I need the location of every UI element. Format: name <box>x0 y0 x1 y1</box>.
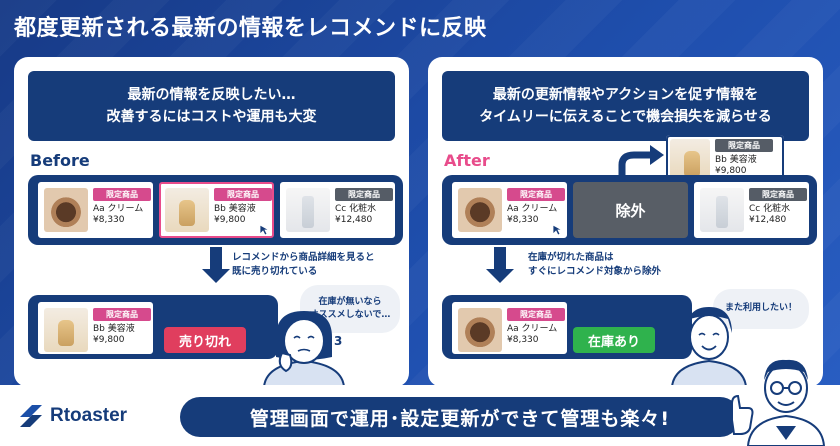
product-name: Aa クリーム <box>507 204 558 214</box>
down-arrow-icon <box>202 269 230 283</box>
cream-image <box>44 188 88 232</box>
cursor-icon <box>552 224 564 236</box>
product-card[interactable]: 限定商品 Aa クリーム ¥8,330 <box>452 182 567 238</box>
before-label: Before <box>30 151 90 170</box>
in-stock-button[interactable]: 在庫あり <box>573 327 655 353</box>
product-card[interactable]: 限定商品 Aa クリーム ¥8,330 <box>38 182 153 238</box>
before-headline: 最新の情報を反映したい… 改善するにはコストや運用も大変 <box>28 71 395 141</box>
tagline: 管理画面で運用･設定更新ができて管理も楽々! <box>180 397 740 437</box>
after-note-line1: 在庫が切れた商品は <box>528 252 614 263</box>
happy-woman-icon <box>670 307 748 387</box>
limited-badge: 限定商品 <box>749 188 807 201</box>
before-note: レコメンドから商品詳細を見ると 既に売り切れている <box>232 251 375 279</box>
limited-badge: 限定商品 <box>507 308 565 321</box>
product-price: ¥8,330 <box>507 215 539 226</box>
before-note-line2: 既に売り切れている <box>232 265 318 277</box>
cream-image <box>458 188 502 232</box>
lotion-image <box>700 188 744 232</box>
down-arrow-shaft <box>210 247 222 271</box>
product-card-selected[interactable]: 限定商品 Bb 美容液 ¥9,800 <box>159 182 274 238</box>
product-price: ¥12,480 <box>749 215 787 226</box>
rtoaster-logo-icon <box>20 405 42 427</box>
after-headline-line1: 最新の更新情報やアクションを促す情報を <box>492 86 759 103</box>
after-label: After <box>444 151 490 170</box>
product-price: ¥8,330 <box>93 215 125 226</box>
product-name: Aa クリーム <box>93 204 144 214</box>
after-note: 在庫が切れた商品は すぐにレコメンド対象から除外 <box>528 251 661 279</box>
after-note-line2: すぐにレコメンド対象から除外 <box>528 265 662 277</box>
excluded-slot: 除外 <box>573 182 688 238</box>
before-panel: 最新の情報を反映したい… 改善するにはコストや運用も大変 Before 限定商品… <box>14 57 409 387</box>
before-headline-line1: 最新の情報を反映したい… <box>127 86 296 103</box>
product-price: ¥9,800 <box>715 166 747 177</box>
limited-badge: 限定商品 <box>715 139 773 152</box>
sold-out-button[interactable]: 売り切れ <box>164 327 246 353</box>
before-note-line1: レコメンドから商品詳細を見ると <box>232 252 375 263</box>
down-arrow-shaft <box>494 247 506 271</box>
before-bubble-line2: オススメしないで… <box>309 310 391 320</box>
after-panel: 最新の更新情報やアクションを促す情報を タイムリーに伝えることで機会損失を減らせ… <box>428 57 823 387</box>
cursor-icon <box>259 224 271 236</box>
limited-badge: 限定商品 <box>507 188 565 201</box>
down-arrow-icon <box>486 269 514 283</box>
limited-badge: 限定商品 <box>93 308 151 321</box>
product-name: Bb 美容液 <box>214 204 256 214</box>
serum-image <box>44 308 88 352</box>
detail-card: 限定商品 Aa クリーム ¥8,330 <box>452 302 567 354</box>
logo-text: Rtoaster <box>50 405 128 426</box>
lotion-image <box>286 188 330 232</box>
product-card[interactable]: 限定商品 Cc 化粧水 ¥12,480 <box>280 182 395 238</box>
cream-image <box>458 308 502 352</box>
product-price: ¥8,330 <box>507 335 539 346</box>
detail-card: 限定商品 Bb 美容液 ¥9,800 <box>38 302 153 354</box>
before-bubble-line1: 在庫が無いなら <box>318 296 382 307</box>
serum-image <box>670 139 710 179</box>
svg-text:3: 3 <box>334 334 342 348</box>
product-price: ¥12,480 <box>335 215 373 226</box>
before-headline-line2: 改善するにはコストや運用も大変 <box>106 109 317 125</box>
product-card[interactable]: 限定商品 Cc 化粧水 ¥12,480 <box>694 182 809 238</box>
limited-badge: 限定商品 <box>93 188 151 201</box>
thumbs-up-man-icon <box>731 359 826 446</box>
product-name: Cc 化粧水 <box>749 204 791 214</box>
after-headline: 最新の更新情報やアクションを促す情報を タイムリーに伝えることで機会損失を減らせ… <box>442 71 809 141</box>
product-name: Cc 化粧水 <box>335 204 377 214</box>
after-headline-line2: タイムリーに伝えることで機会損失を減らせる <box>479 109 772 125</box>
limited-badge: 限定商品 <box>214 188 272 201</box>
product-name: Bb 美容液 <box>93 324 135 334</box>
limited-badge: 限定商品 <box>335 188 393 201</box>
serum-image <box>165 188 209 232</box>
product-price: ¥9,800 <box>93 335 125 346</box>
product-price: ¥9,800 <box>214 215 246 226</box>
product-name: Bb 美容液 <box>715 155 757 165</box>
product-name: Aa クリーム <box>507 324 558 334</box>
worried-woman-icon: 3 <box>262 311 346 387</box>
curved-arrow-icon <box>618 145 664 179</box>
page-title: 都度更新される最新の情報をレコメンドに反映 <box>14 16 487 41</box>
rtoaster-logo: Rtoaster <box>18 403 127 429</box>
